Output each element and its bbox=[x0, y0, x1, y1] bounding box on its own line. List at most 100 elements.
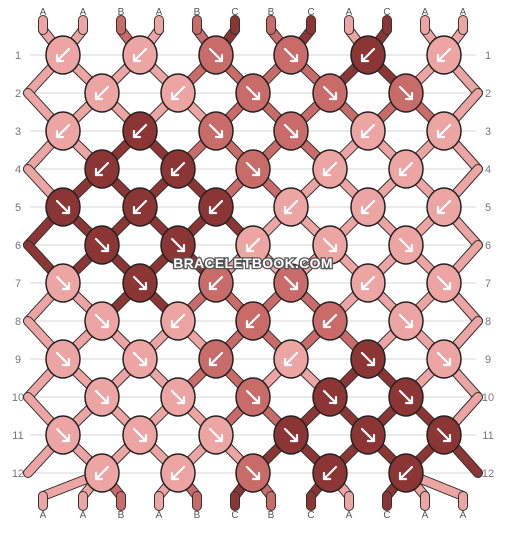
knot[interactable] bbox=[122, 263, 158, 303]
row-label-right: 4 bbox=[485, 164, 491, 176]
knot-arrow-icon bbox=[170, 389, 186, 405]
knot[interactable] bbox=[235, 377, 271, 417]
knot[interactable] bbox=[312, 453, 348, 493]
knot-arrow-icon bbox=[94, 389, 110, 405]
knot[interactable] bbox=[160, 149, 196, 189]
knot[interactable] bbox=[198, 35, 234, 75]
knot[interactable] bbox=[122, 35, 158, 75]
knot[interactable] bbox=[235, 73, 271, 113]
knot[interactable] bbox=[198, 339, 234, 379]
knot[interactable] bbox=[235, 301, 271, 341]
knot[interactable] bbox=[198, 187, 234, 227]
knot[interactable] bbox=[235, 453, 271, 493]
knot[interactable] bbox=[45, 111, 81, 151]
row-label-right: 9 bbox=[485, 354, 491, 366]
knot[interactable] bbox=[160, 377, 196, 417]
knot[interactable] bbox=[122, 111, 158, 151]
knot[interactable] bbox=[45, 415, 81, 455]
knot[interactable] bbox=[426, 111, 462, 151]
row-label-left: 8 bbox=[15, 316, 21, 328]
knot[interactable] bbox=[388, 225, 424, 265]
knot[interactable] bbox=[45, 339, 81, 379]
knot-arrow-icon bbox=[94, 237, 110, 253]
knot-arrow-icon bbox=[245, 313, 261, 329]
knot-arrow-icon bbox=[283, 47, 299, 63]
knot-arrow-icon bbox=[360, 199, 376, 215]
knot[interactable] bbox=[122, 415, 158, 455]
knot[interactable] bbox=[160, 453, 196, 493]
knot[interactable] bbox=[273, 339, 309, 379]
knot-arrow-icon bbox=[208, 351, 224, 367]
knot[interactable] bbox=[84, 73, 120, 113]
knot[interactable] bbox=[45, 187, 81, 227]
knot-arrow-icon bbox=[132, 275, 148, 291]
knot[interactable] bbox=[312, 377, 348, 417]
knot[interactable] bbox=[45, 35, 81, 75]
knot-arrow-icon bbox=[170, 161, 186, 177]
knot[interactable] bbox=[350, 263, 386, 303]
knot[interactable] bbox=[84, 149, 120, 189]
knot[interactable] bbox=[160, 225, 196, 265]
knot[interactable] bbox=[350, 339, 386, 379]
knot-arrow-icon bbox=[283, 199, 299, 215]
knot-arrow-icon bbox=[283, 275, 299, 291]
knot[interactable] bbox=[388, 453, 424, 493]
strand-label-top: A bbox=[156, 7, 163, 18]
knot[interactable] bbox=[122, 187, 158, 227]
knot[interactable] bbox=[350, 111, 386, 151]
knot[interactable] bbox=[84, 301, 120, 341]
knot[interactable] bbox=[426, 263, 462, 303]
knot[interactable] bbox=[160, 73, 196, 113]
knot-arrow-icon bbox=[436, 427, 452, 443]
knot[interactable] bbox=[426, 415, 462, 455]
knot[interactable] bbox=[84, 377, 120, 417]
knot[interactable] bbox=[273, 187, 309, 227]
knot[interactable] bbox=[273, 111, 309, 151]
knot[interactable] bbox=[388, 377, 424, 417]
knot[interactable] bbox=[350, 35, 386, 75]
row-label-right: 2 bbox=[485, 88, 491, 100]
knot[interactable] bbox=[426, 35, 462, 75]
knot-arrow-icon bbox=[132, 199, 148, 215]
knot-arrow-icon bbox=[398, 313, 414, 329]
row-label-right: 3 bbox=[485, 126, 491, 138]
knot-arrow-icon bbox=[132, 123, 148, 139]
knot[interactable] bbox=[312, 73, 348, 113]
strand-label-top: C bbox=[383, 7, 390, 18]
knot[interactable] bbox=[198, 111, 234, 151]
knot[interactable] bbox=[312, 149, 348, 189]
knot[interactable] bbox=[388, 73, 424, 113]
knot[interactable] bbox=[235, 149, 271, 189]
knot[interactable] bbox=[160, 301, 196, 341]
knot-arrow-icon bbox=[436, 47, 452, 63]
knot[interactable] bbox=[273, 263, 309, 303]
knot[interactable] bbox=[426, 187, 462, 227]
knot[interactable] bbox=[273, 415, 309, 455]
strand-label-bottom: B bbox=[268, 510, 275, 521]
knot[interactable] bbox=[312, 301, 348, 341]
knot[interactable] bbox=[84, 225, 120, 265]
knot[interactable] bbox=[273, 35, 309, 75]
knot[interactable] bbox=[198, 415, 234, 455]
knot[interactable] bbox=[312, 225, 348, 265]
knot[interactable] bbox=[84, 453, 120, 493]
knot[interactable] bbox=[122, 339, 158, 379]
knot[interactable] bbox=[388, 149, 424, 189]
knot-arrow-icon bbox=[55, 47, 71, 63]
knot[interactable] bbox=[45, 263, 81, 303]
knot[interactable] bbox=[235, 225, 271, 265]
strand-label-top: B bbox=[194, 7, 201, 18]
knot[interactable] bbox=[350, 415, 386, 455]
knot[interactable] bbox=[426, 339, 462, 379]
knot[interactable] bbox=[388, 301, 424, 341]
knot[interactable] bbox=[350, 187, 386, 227]
knot-arrow-icon bbox=[245, 465, 261, 481]
knot[interactable] bbox=[198, 263, 234, 303]
row-label-left: 3 bbox=[15, 126, 21, 138]
row-label-left: 5 bbox=[15, 202, 21, 214]
knot-arrow-icon bbox=[360, 47, 376, 63]
strand-label-bottom: A bbox=[346, 510, 353, 521]
